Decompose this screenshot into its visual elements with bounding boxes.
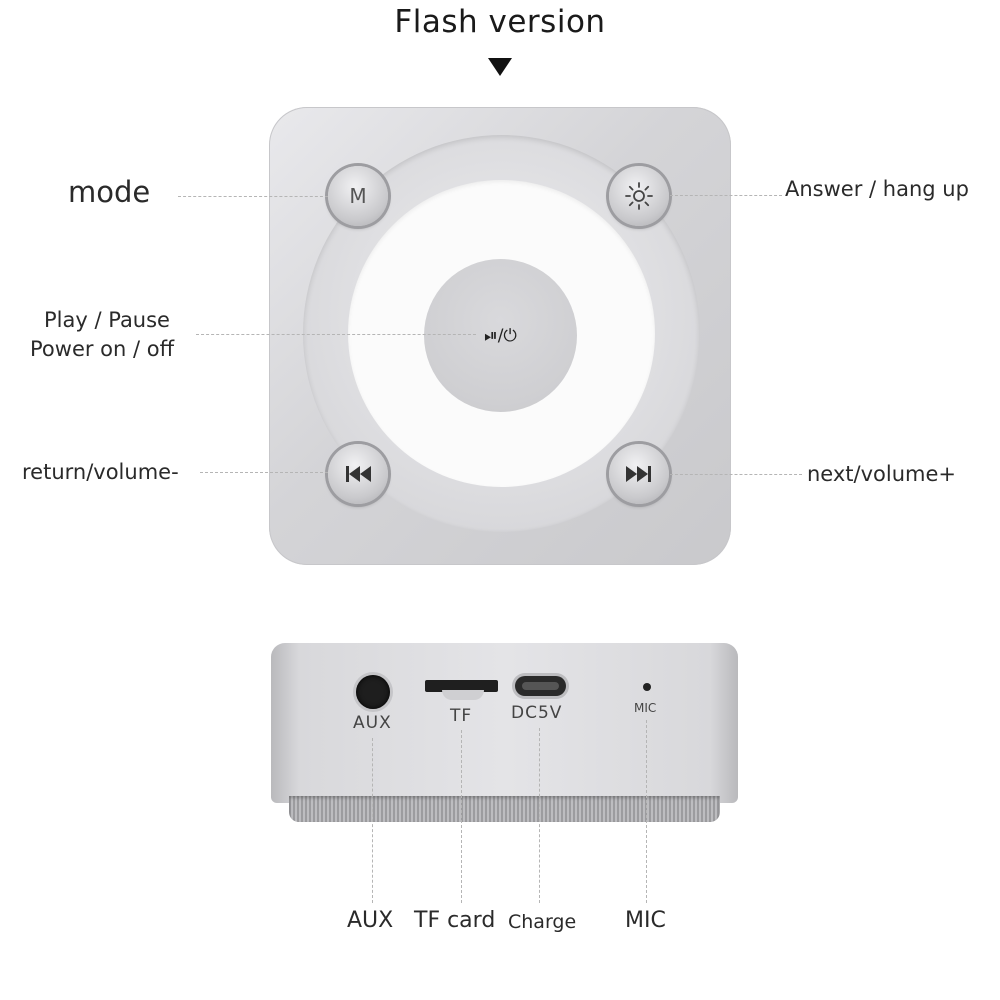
next-volume-label: next/volume+ [807,462,956,486]
aux-print: AUX [353,713,392,733]
down-arrow-icon [488,58,512,76]
aux-label: AUX [347,908,394,933]
dc5v-print: DC5V [511,703,563,723]
sun-icon [625,182,653,210]
next-leader-line [670,474,802,475]
play-leader-line [196,334,476,335]
next-volume-up-button[interactable] [609,444,669,504]
tf-print: TF [450,706,473,726]
answer-button[interactable] [609,166,669,226]
page-title: Flash version [394,4,606,40]
mode-button[interactable]: M [328,166,388,226]
tf-card-slot-lip [442,690,484,700]
charge-label: Charge [508,911,577,933]
play-pause-power-button[interactable]: ⏯/⏻ [424,259,577,412]
mic-hole [643,683,651,691]
play-pause-power-icon: ⏯/⏻ [484,325,517,346]
speaker-side-panel [271,643,738,803]
previous-volume-down-button[interactable] [328,444,388,504]
prev-leader-line [200,472,328,473]
mic-print: MIC [634,701,657,715]
speaker-grille [289,796,720,822]
mode-glyph: M [349,184,367,208]
answer-label: Answer / hang up [785,177,969,201]
next-track-icon [626,466,651,482]
previous-track-icon [346,466,371,482]
aux-port [356,675,390,709]
tf-leader-line [461,730,462,903]
return-volume-label: return/volume- [22,460,179,484]
mode-label: mode [68,175,151,209]
micro-usb-port-inner [522,682,559,690]
mic-leader-line [646,720,647,903]
aux-leader-line [372,738,373,903]
charge-leader-line [539,728,540,903]
tf-card-label: TF card [414,908,496,933]
answer-leader-line [670,195,782,196]
power-label: Power on / off [30,337,175,361]
mode-leader-line [178,196,328,197]
play-pause-label: Play / Pause [44,308,170,332]
tf-card-slot [425,680,498,692]
mic-label: MIC [625,908,666,933]
